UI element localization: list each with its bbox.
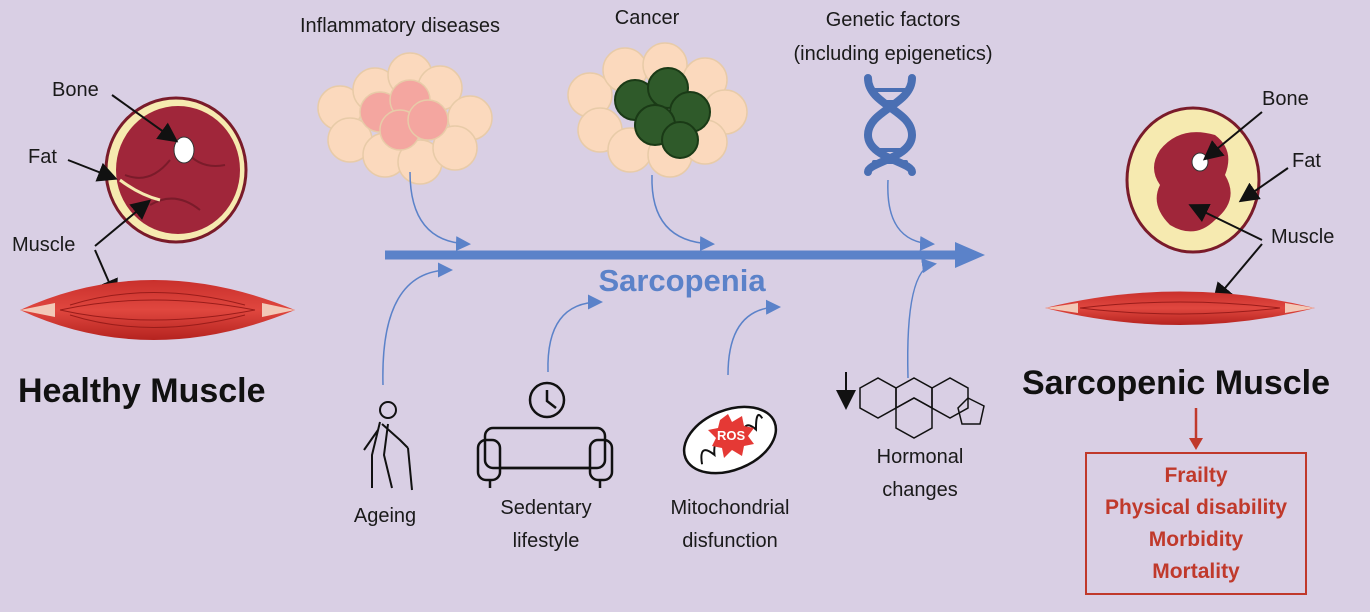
sedentary-label-line2: lifestyle (512, 530, 580, 552)
sarcopenic-muscle-label: Muscle (1271, 226, 1335, 248)
sedentary-label-line1: Sedentary (500, 497, 592, 519)
healthy-muscle-label: Muscle (12, 234, 76, 256)
genetic-factors-label-line1: Genetic factors (825, 9, 961, 31)
mitochondrial-label-line1: Mitochondrial (670, 497, 790, 519)
outcomes-box: Frailty Physical disability Morbidity Mo… (1085, 452, 1307, 595)
ros-label: ROS (717, 428, 746, 443)
healthy-bone-label: Bone (52, 79, 99, 101)
cancer-label: Cancer (614, 7, 680, 29)
healthy-fat-label: Fat (28, 146, 57, 168)
steroid-molecule-icon (859, 377, 985, 439)
sarcopenia-title: Sarcopenia (598, 263, 766, 298)
sarcopenic-fat-label: Fat (1292, 150, 1321, 172)
sarcopenic-muscle-belly (1045, 291, 1315, 325)
outcome-physical-disability: Physical disability (1104, 495, 1288, 519)
clock-icon (528, 381, 566, 419)
couch-icon (476, 426, 614, 488)
mitochondrion-icon (682, 405, 778, 475)
healthy-muscle-title: Healthy Muscle (18, 372, 266, 410)
cancer-cells-icon (567, 42, 748, 178)
outcome-morbidity: Morbidity (1148, 527, 1244, 551)
genetic-factors-label-line2: (including epigenetics) (793, 43, 993, 65)
mitochondrial-label-line2: disfunction (682, 530, 778, 552)
sarcopenic-label-arrows (1188, 111, 1289, 304)
ageing-label: Ageing (353, 505, 417, 527)
sarcopenic-muscle-title: Sarcopenic Muscle (1022, 364, 1331, 402)
factor-arrows-bottom (382, 258, 937, 386)
dna-icon (863, 74, 917, 176)
hormonal-label-line2: changes (882, 479, 958, 501)
factor-arrows-top (409, 171, 935, 252)
inflammatory-cells-icon (317, 52, 493, 185)
outcome-mortality: Mortality (1152, 559, 1240, 583)
sarcopenic-bone-label: Bone (1262, 88, 1309, 110)
outcome-frailty: Frailty (1164, 463, 1228, 487)
hormonal-label-line1: Hormonal (876, 446, 964, 468)
elderly-person-icon (363, 401, 413, 491)
healthy-label-arrows (67, 94, 179, 300)
inflammatory-diseases-label: Inflammatory diseases (299, 15, 501, 37)
healthy-muscle-belly (20, 280, 295, 340)
